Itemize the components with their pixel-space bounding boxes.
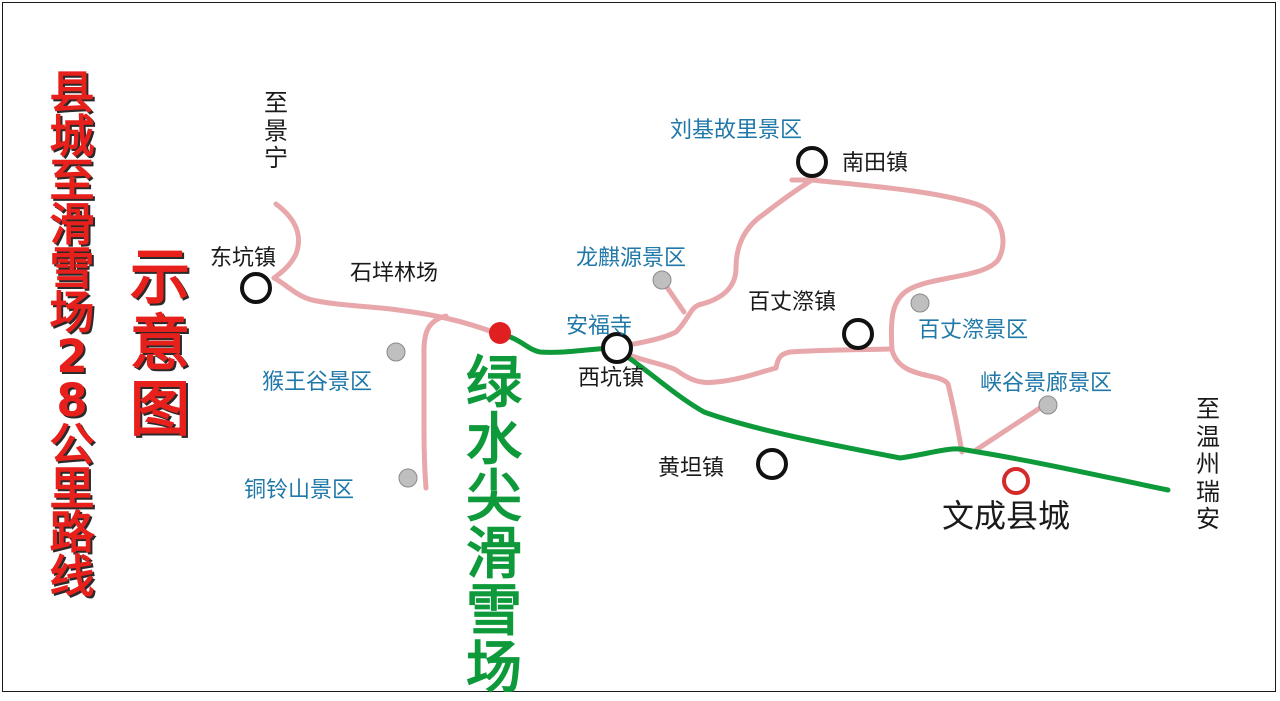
town-label-dongkeng: 东坑镇	[210, 246, 277, 271]
scenic-label-tonglingshan: 铜铃山景区	[244, 478, 355, 503]
road-to-jingning	[271, 201, 301, 281]
map-subtitle: 示意图	[130, 243, 190, 445]
scenic-dot-tonglingshan	[398, 468, 418, 488]
road-tonglingshan-branch	[421, 313, 449, 491]
map-frame	[2, 2, 1276, 692]
scenic-label-xiagu: 峡谷景廊景区	[980, 371, 1113, 396]
scenic-dot-xiagu	[1038, 395, 1058, 415]
town-label-baizhangji: 百丈漈镇	[748, 290, 837, 315]
direction-jingning-label: 至景宁	[264, 89, 288, 173]
scenic-dot-baizhangji	[910, 293, 930, 313]
ski-resort-marker	[489, 322, 511, 344]
scenic-dot-longqiyuan	[652, 270, 672, 290]
town-label-xikeng: 西坑镇	[578, 366, 645, 391]
ski-route-line	[497, 331, 1171, 493]
road-xiagu-spur	[973, 401, 1049, 453]
town-marker-huangtan	[756, 448, 788, 480]
town-marker-anfusi	[601, 332, 633, 364]
scenic-label-longqiyuan: 龙麒源景区	[576, 246, 687, 271]
scenic-dot-houwanggu	[386, 342, 406, 362]
town-label-nantian: 南田镇	[842, 151, 909, 176]
town-marker-baizhangji	[842, 318, 874, 350]
town-label-shiyang: 石垟林场	[350, 261, 439, 286]
road-anfusi-baizhangji	[611, 345, 893, 385]
scenic-label-houwanggu: 猴王谷景区	[262, 370, 373, 395]
road-dongkeng-shiyang	[271, 275, 501, 337]
road-nantian-bend	[809, 177, 1006, 455]
town-marker-nantian	[796, 146, 828, 178]
scenic-label-baizhangji: 百丈漈景区	[918, 318, 1029, 343]
county-marker	[1002, 467, 1030, 495]
town-label-huangtan: 黄坦镇	[658, 456, 725, 481]
county-seat-label: 文成县城	[942, 497, 1071, 535]
town-marker-dongkeng	[240, 272, 272, 304]
scenic-label-liuji: 刘基故里景区	[670, 118, 803, 143]
direction-wenzhou-ruian-label: 至温州瑞安	[1196, 395, 1220, 534]
town-label-anfusi: 安福寺	[566, 314, 633, 339]
ski-resort-label: 绿水尖滑雪场	[466, 351, 522, 701]
